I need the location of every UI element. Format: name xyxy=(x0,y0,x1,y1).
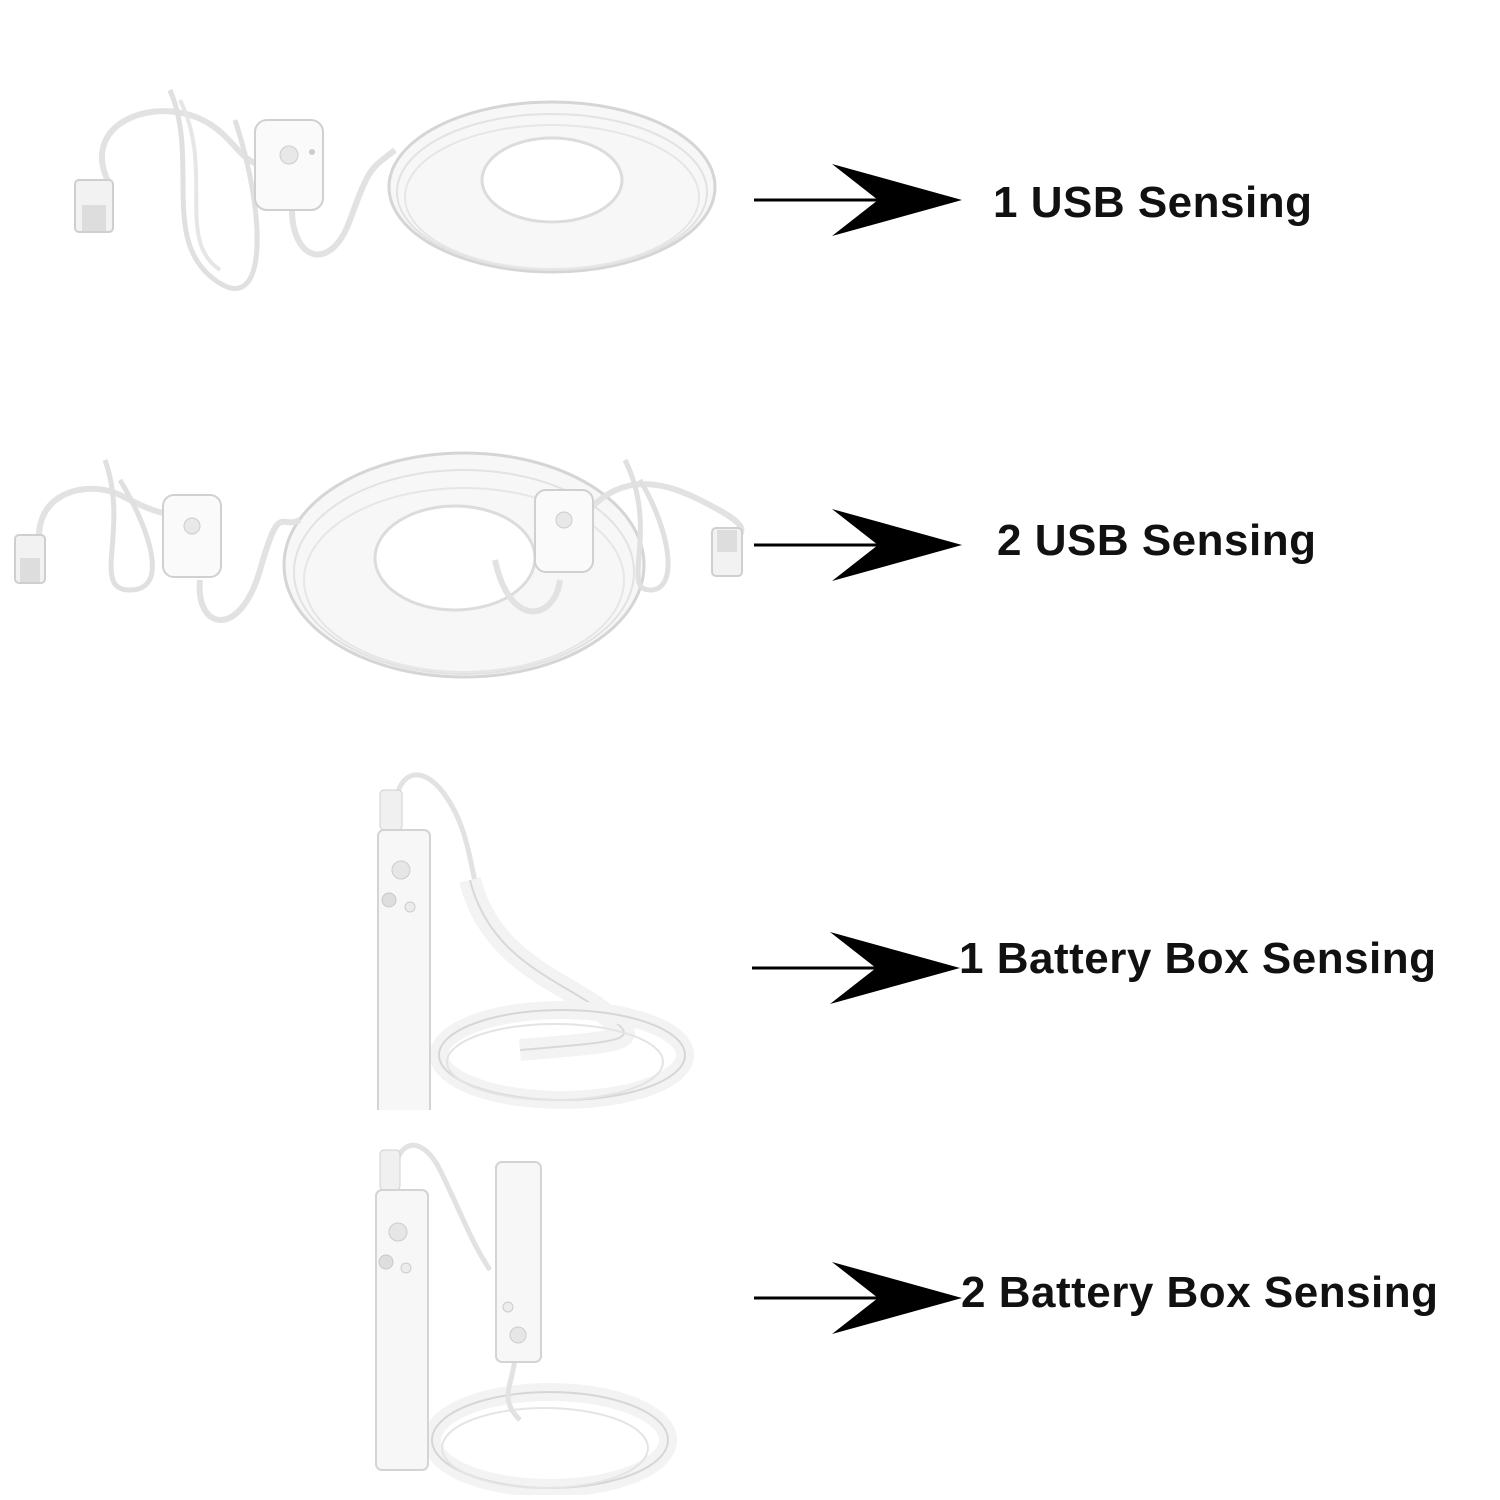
arrow-3-icon xyxy=(752,932,960,1004)
arrow-2-icon xyxy=(754,509,962,581)
arrow-4-icon xyxy=(754,1262,962,1334)
option-3-label: 1 Battery Box Sensing xyxy=(959,934,1437,983)
dual-battery-box-led-strip-image xyxy=(375,1142,677,1495)
single-battery-box-led-strip-image xyxy=(377,772,694,1110)
single-usb-led-strip-image xyxy=(74,89,717,291)
arrow-1-icon xyxy=(754,164,962,236)
dual-usb-led-strip-image xyxy=(14,451,745,679)
option-1-label: 1 USB Sensing xyxy=(993,178,1313,227)
option-2-label: 2 USB Sensing xyxy=(997,516,1317,565)
option-4-battery-box-sensing: 2 Battery Box Sensing xyxy=(0,1130,1500,1495)
option-1-usb-sensing: 1 USB Sensing xyxy=(0,60,1500,300)
option-4-label: 2 Battery Box Sensing xyxy=(961,1268,1439,1317)
option-2-usb-sensing: 2 USB Sensing xyxy=(0,440,1500,690)
option-3-battery-box-sensing: 1 Battery Box Sensing xyxy=(0,750,1500,1110)
